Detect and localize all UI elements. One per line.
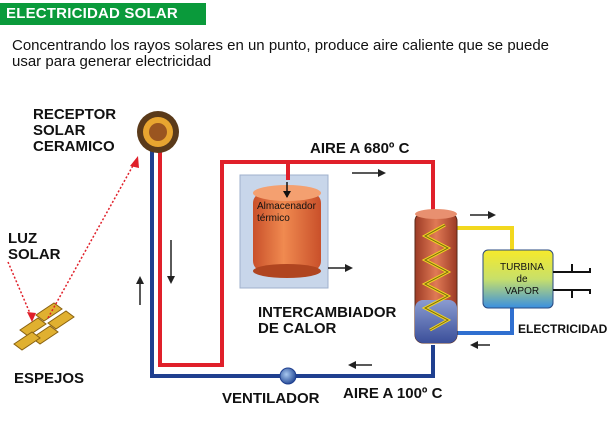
flow-arrows (136, 169, 496, 369)
hot-air-label: AIRE A 680º C (310, 140, 410, 157)
steam-loop (455, 226, 514, 335)
solar-receptor (137, 111, 179, 153)
thermal-storage-tank (253, 182, 321, 278)
ray-arrow-icon (130, 156, 139, 168)
receptor-label: RECEPTOR SOLAR CERAMICO (33, 106, 117, 155)
turbine-label: TURBINA de VAPOR (500, 262, 544, 297)
mirrors-label: ESPEJOS (14, 370, 85, 387)
cold-air-label: AIRE A 100º C (343, 385, 443, 402)
ray-arrow-icon (27, 312, 36, 322)
heat-exchanger-label: INTERCAMBIADOR DE CALOR (258, 304, 397, 337)
intro-text: Concentrando los rayos solares en un pun… (12, 37, 550, 70)
storage-label: Almacenador térmico (257, 201, 316, 224)
light-rays (7, 161, 136, 319)
sunlight-label: LUZ SOLAR (8, 230, 61, 263)
fan-label: VENTILADOR (222, 390, 320, 407)
mirrors-array (13, 302, 75, 351)
page-title: ELECTRICIDAD SOLAR (0, 3, 206, 25)
heat-exchanger (414, 209, 458, 344)
steam-turbine (482, 249, 591, 309)
fan-icon (279, 367, 297, 385)
electricity-label: ELECTRICIDAD (518, 322, 608, 336)
